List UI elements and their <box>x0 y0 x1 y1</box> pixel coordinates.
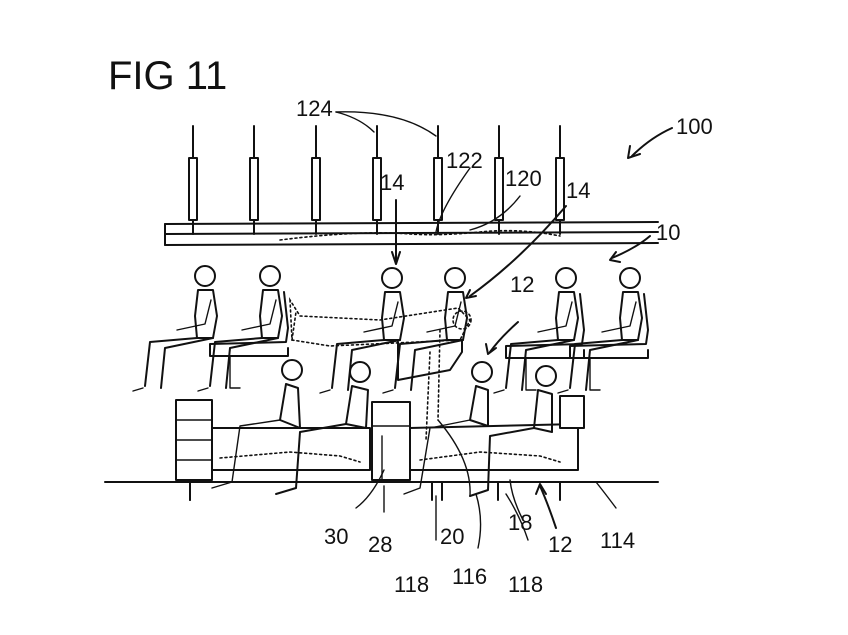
label-120: 120 <box>505 166 542 191</box>
upper-row-passengers <box>132 265 649 394</box>
ceiling-hangers <box>188 125 565 235</box>
label-116: 116 <box>452 564 487 589</box>
label-18: 18 <box>508 510 532 535</box>
label-114: 114 <box>600 528 635 553</box>
label-20: 20 <box>440 524 464 549</box>
label-10: 10 <box>656 220 680 245</box>
leader-lines <box>335 111 673 549</box>
label-118-right: 118 <box>508 572 543 597</box>
label-12-lower: 12 <box>548 532 572 557</box>
reference-labels: 124 100 122 120 14 14 10 12 30 28 20 18 … <box>296 96 713 597</box>
upper-deck-rail <box>164 221 659 246</box>
lower-row-passengers <box>175 329 585 501</box>
label-122: 122 <box>446 148 483 173</box>
label-124: 124 <box>296 96 333 121</box>
label-14-left: 14 <box>380 170 404 195</box>
label-14-right: 14 <box>566 178 590 203</box>
figure-title: FIG 11 <box>108 54 227 98</box>
label-30: 30 <box>324 524 348 549</box>
label-118-left: 118 <box>394 572 429 597</box>
label-12-upper: 12 <box>510 272 534 297</box>
label-100: 100 <box>676 114 713 139</box>
label-28: 28 <box>368 532 392 557</box>
